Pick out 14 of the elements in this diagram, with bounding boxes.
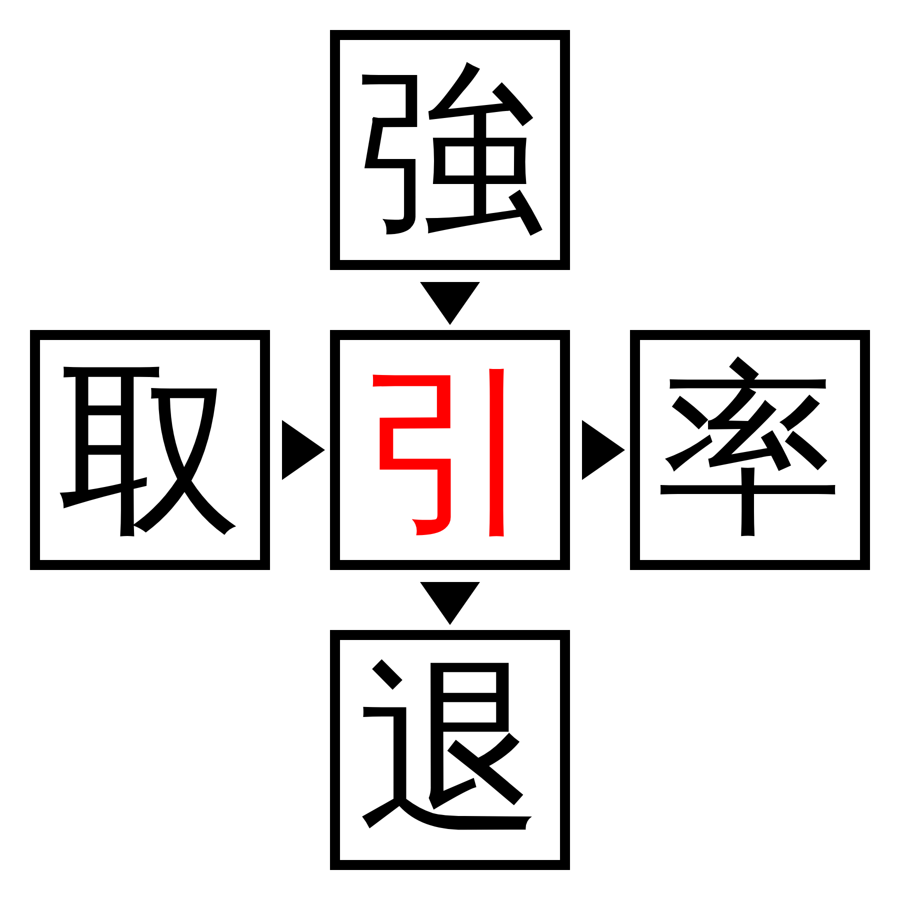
character: 取	[57, 357, 243, 543]
arrow	[420, 282, 480, 325]
character: 率	[657, 357, 843, 543]
arrow	[582, 420, 625, 480]
character: 強	[357, 57, 543, 243]
character-box	[330, 30, 570, 270]
arrow	[282, 420, 325, 480]
character-box	[330, 630, 570, 870]
character-box	[30, 330, 270, 570]
character: 退	[357, 657, 543, 843]
character-box	[630, 330, 870, 570]
character-box	[330, 330, 570, 570]
character: 引	[357, 357, 543, 543]
arrow	[420, 582, 480, 625]
